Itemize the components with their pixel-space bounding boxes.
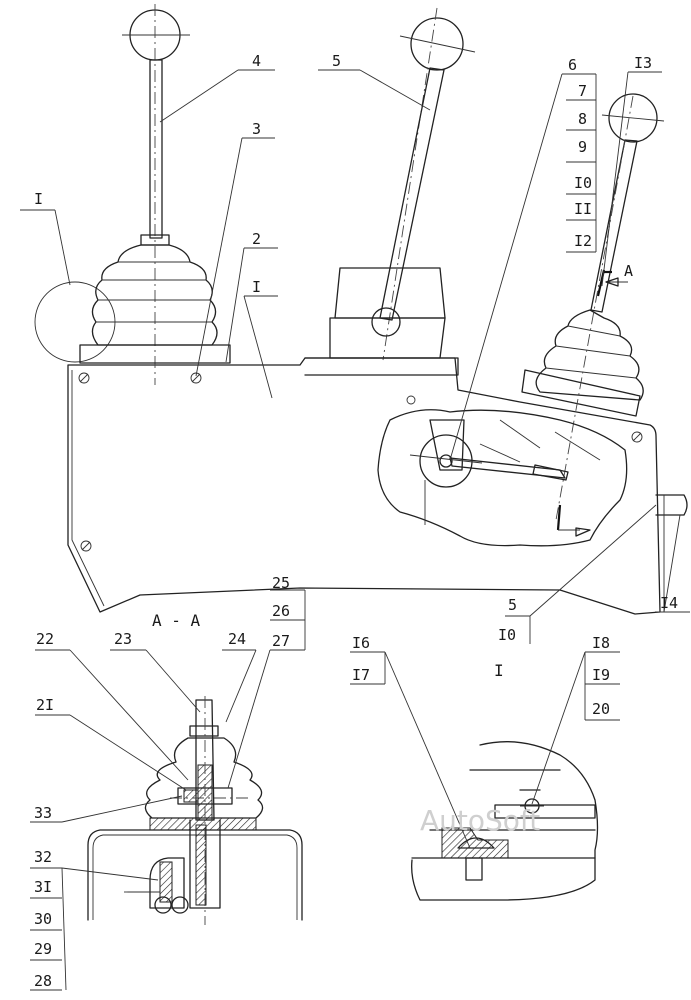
label-24: 24: [228, 630, 246, 648]
label-9: 9: [578, 138, 587, 156]
label-10-top: I0: [574, 174, 592, 192]
label-14: I4: [660, 594, 678, 612]
label-section-arrow: A: [624, 262, 633, 280]
label-7: 7: [578, 82, 587, 100]
label-18: I8: [592, 634, 610, 652]
label-20: 20: [592, 700, 610, 718]
label-8: 8: [578, 110, 587, 128]
label-2: 2: [252, 230, 261, 248]
cutaway: [377, 270, 628, 547]
detail-i: [350, 651, 620, 901]
label-13: I3: [634, 54, 652, 72]
label-26: 26: [272, 602, 290, 620]
label-11: II: [574, 200, 592, 218]
label-i-housing: I: [252, 278, 261, 296]
label-22: 22: [36, 630, 54, 648]
section-title-aa: A - A: [152, 611, 201, 630]
label-6: 6: [568, 56, 577, 74]
label-5-bottom: 5: [508, 596, 517, 614]
label-4: 4: [252, 52, 261, 70]
fitting: [655, 494, 688, 516]
section-a-a: [30, 589, 306, 991]
lever-middle: [304, 7, 476, 376]
label-33: 33: [34, 804, 52, 822]
detail-title-i: I: [494, 661, 504, 680]
label-3: 3: [252, 120, 261, 138]
label-16: I6: [352, 634, 370, 652]
label-23: 23: [114, 630, 132, 648]
label-25: 25: [272, 574, 290, 592]
label-i-detail: I: [34, 190, 43, 208]
label-17: I7: [352, 666, 370, 684]
label-5-top: 5: [332, 52, 341, 70]
leaders-top: [20, 69, 690, 644]
label-12: I2: [574, 232, 592, 250]
lever-left: [79, 4, 231, 385]
label-21: 2I: [36, 696, 54, 714]
label-29: 29: [34, 940, 52, 958]
housing: [67, 357, 661, 615]
label-27: 27: [272, 632, 290, 650]
watermark: AutoSoft: [420, 804, 540, 837]
label-30: 30: [34, 910, 52, 928]
label-19: I9: [592, 666, 610, 684]
label-32: 32: [34, 848, 52, 866]
callout-labels: 4 3 2 I I 5 6 7 8 9 I0 II I2 I3 A 5 I0 I…: [34, 52, 678, 990]
label-31: 3I: [34, 878, 52, 896]
lever-right: [521, 93, 665, 521]
label-10-bottom: I0: [498, 626, 516, 644]
label-28: 28: [34, 972, 52, 990]
